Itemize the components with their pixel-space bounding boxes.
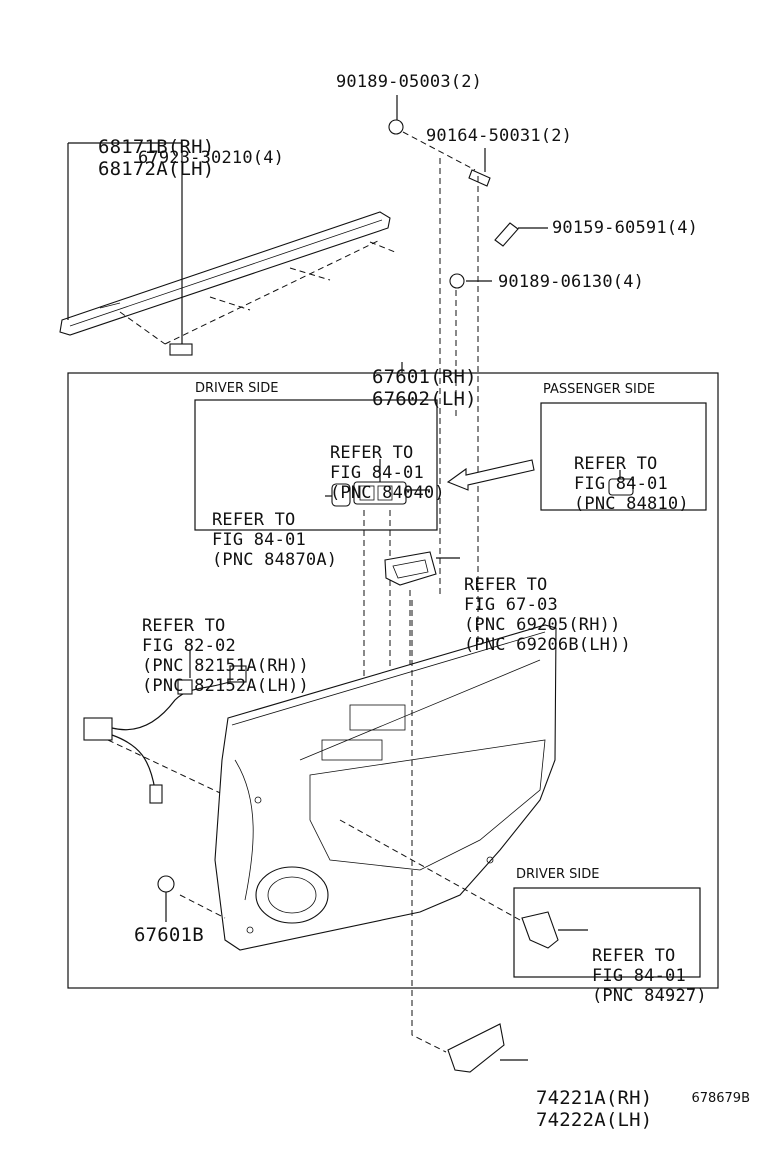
label-67923: 67923-30210(4) (138, 148, 285, 168)
label-90189-05003: 90189-05003(2) (336, 72, 483, 92)
driver-side-bottom-inset-frame (513, 887, 701, 978)
label-67601: 67601(RH)67602(LH) (372, 366, 477, 410)
label-74221a: 74221A(RH)74222A(LH) (536, 1087, 653, 1131)
cover-74221a-part (447, 1023, 528, 1073)
power-window-switch-part (353, 459, 430, 505)
caption-driver-side-bottom: DRIVER SIDE (516, 867, 600, 882)
clip-67601b-part (157, 875, 175, 922)
screw-90159-part (494, 222, 548, 247)
label-90164: 90164-50031(2) (426, 126, 573, 146)
nut-90189-06130-part (449, 273, 492, 289)
direction-arrow (446, 459, 535, 491)
passenger-side-inset-frame (540, 402, 707, 511)
passenger-switch-part (608, 470, 634, 496)
driver-side-inset-frame (194, 399, 438, 531)
mirror-switch-part (325, 483, 351, 507)
door-trim-panel-part (214, 624, 557, 951)
caption-driver-side-top: DRIVER SIDE (195, 381, 279, 396)
driver-bottom-switch-part (521, 911, 588, 949)
parts-diagram-drawing (59, 95, 719, 1073)
caption-passenger-side: PASSENGER SIDE (543, 382, 656, 397)
weatherstrip-part (59, 142, 391, 336)
clip-90189-05003-part (388, 95, 476, 171)
label-90159: 90159-60591(4) (552, 218, 699, 238)
label-68171b: 68171B(RH)68172A(LH) (98, 136, 215, 180)
label-67601b: 67601B (134, 924, 204, 946)
screw-90164-part (468, 148, 491, 187)
inside-handle-part (384, 551, 460, 586)
wire-harness-part (83, 650, 247, 804)
clip-67923-part (119, 143, 396, 356)
label-90189-06130: 90189-06130(4) (498, 272, 645, 292)
figure-id: 678679B (691, 1091, 750, 1106)
main-frame (67, 372, 719, 989)
